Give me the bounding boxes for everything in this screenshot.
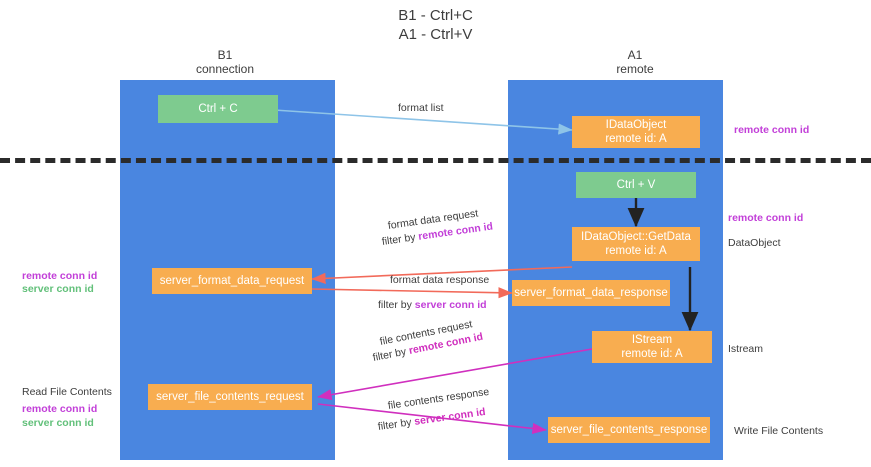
node-server-file-contents-request-label: server_file_contents_request	[156, 391, 304, 403]
annotation-remote-conn-id-mid: remote conn id	[728, 212, 804, 224]
annotation-left-server-conn-id-2: server conn id	[22, 417, 94, 429]
node-ctrl-v[interactable]: Ctrl + V	[576, 172, 696, 198]
node-server-format-data-request-label: server_format_data_request	[159, 275, 305, 287]
node-server-format-data-response[interactable]: server_format_data_response	[512, 280, 670, 306]
lane-header-b1-name: B1	[217, 48, 233, 62]
lane-header-a1-role: remote	[616, 62, 654, 76]
annotation-left-remote-conn-id-2: remote conn id	[22, 403, 98, 415]
edge-label-format-list: format list	[398, 102, 444, 115]
diagram-title-line1: B1 - Ctrl+C	[398, 7, 473, 24]
lane-header-a1-name: A1	[627, 48, 643, 62]
node-server-file-contents-response-label: server_file_contents_response	[550, 424, 708, 436]
node-ctrl-c-label: Ctrl + C	[198, 103, 238, 115]
edge-label-format-data-response-text: format data response	[390, 274, 490, 286]
filter-prefix: filter by	[378, 299, 415, 311]
phase-separator	[0, 158, 871, 163]
lane-header-b1: B1 connection	[155, 48, 295, 76]
annotation-write-file-contents: Write File Contents	[734, 425, 824, 437]
lane-header-a1: A1 remote	[565, 48, 705, 76]
filter-key-server-conn-id: server conn id	[413, 405, 487, 428]
node-istream-label: IStream	[631, 334, 673, 346]
annotation-dataobject: DataObject	[728, 237, 781, 249]
node-idataobject-getdata[interactable]: IDataObject::GetData remote id: A	[572, 227, 700, 261]
filter-prefix: filter by	[381, 230, 420, 248]
node-idataobject-label: IDataObject	[605, 119, 667, 131]
filter-prefix: filter by	[377, 415, 416, 433]
node-idataobject-getdata-sublabel: remote id: A	[605, 245, 667, 257]
node-istream-sublabel: remote id: A	[621, 348, 683, 360]
annotation-istream: Istream	[728, 343, 764, 355]
annotation-read-file-contents: Read File Contents	[22, 386, 112, 398]
node-server-file-contents-request[interactable]: server_file_contents_request	[148, 384, 312, 410]
lane-header-b1-role: connection	[195, 62, 255, 76]
node-server-format-data-response-label: server_format_data_response	[514, 287, 668, 299]
filter-prefix: filter by	[371, 345, 411, 364]
node-server-file-contents-response[interactable]: server_file_contents_response	[548, 417, 710, 443]
annotation-left-remote-conn-id: remote conn id	[22, 270, 98, 282]
node-ctrl-c[interactable]: Ctrl + C	[158, 95, 278, 123]
annotation-left-server-conn-id: server conn id	[22, 283, 94, 295]
edge-label-format-data-response-filter: filter by server conn id	[378, 299, 487, 312]
node-idataobject-getdata-label: IDataObject::GetData	[581, 231, 691, 243]
node-server-format-data-request[interactable]: server_format_data_request	[152, 268, 312, 294]
filter-key-server-conn-id: server conn id	[414, 299, 487, 311]
node-istream[interactable]: IStream remote id: A	[592, 331, 712, 363]
edge-label-format-list-text: format list	[398, 102, 444, 114]
annotation-remote-conn-id-top: remote conn id	[734, 124, 810, 136]
node-ctrl-v-label: Ctrl + V	[616, 179, 656, 191]
node-idataobject[interactable]: IDataObject remote id: A	[572, 116, 700, 148]
diagram-title: B1 - Ctrl+C A1 - Ctrl+V	[0, 6, 871, 44]
diagram-title-line2: A1 - Ctrl+V	[398, 26, 473, 43]
edge-label-format-data-response: format data response	[390, 274, 489, 287]
node-idataobject-sublabel: remote id: A	[605, 133, 667, 145]
